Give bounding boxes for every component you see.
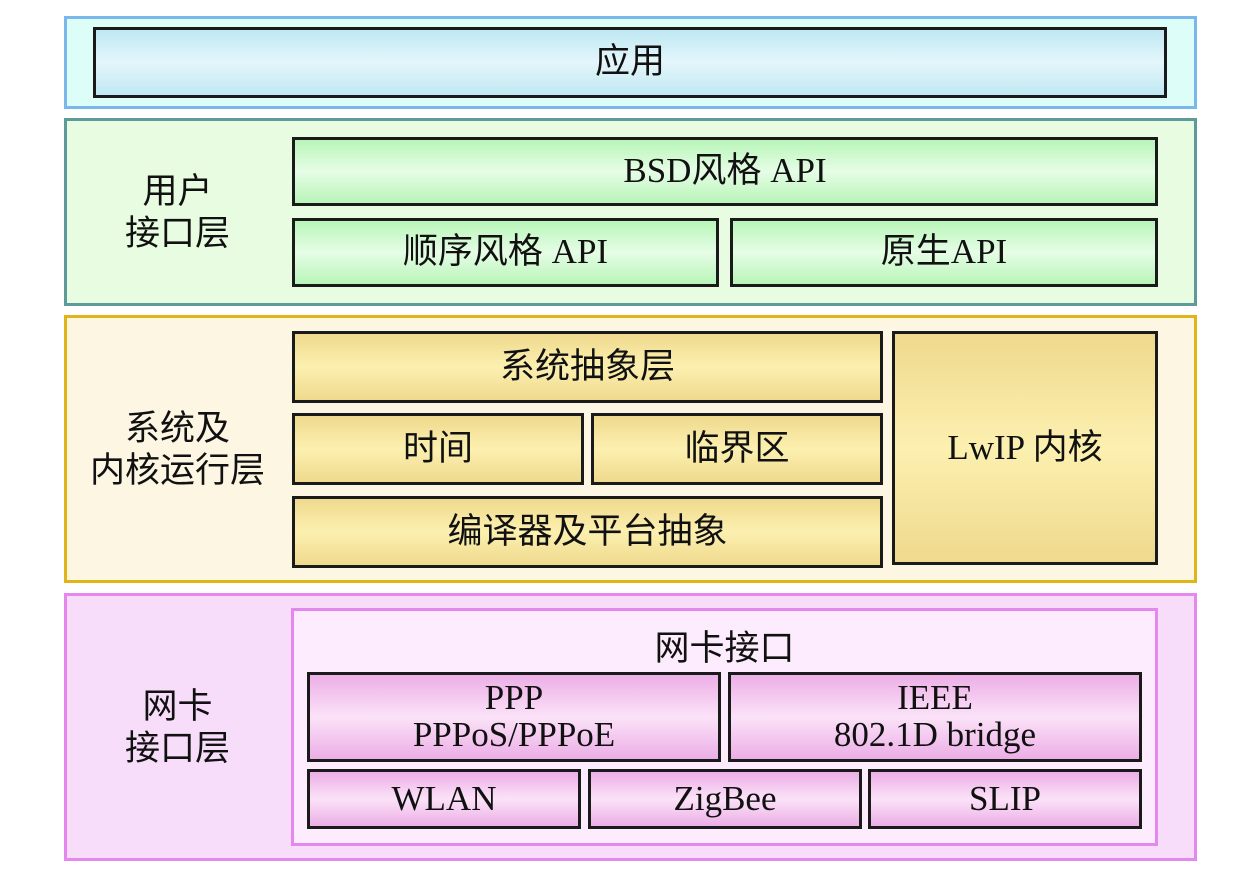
slip-box: SLIP (868, 769, 1142, 829)
raw-api-box: 原生API (730, 218, 1158, 287)
ppp-box: PPP PPPoS/PPPoE (307, 672, 721, 762)
lwip-core-box: LwIP 内核 (892, 331, 1158, 565)
zigbee-box: ZigBee (588, 769, 862, 829)
critical-section-box: 临界区 (591, 413, 883, 485)
time-box: 时间 (292, 413, 584, 485)
compiler-platform-abstraction-box: 编译器及平台抽象 (292, 496, 883, 568)
sequential-api-box: 顺序风格 API (292, 218, 719, 287)
system-abstraction-box: 系统抽象层 (292, 331, 883, 403)
system-kernel-layer-label: 系统及 内核运行层 (89, 409, 265, 490)
application-box: 应用 (93, 27, 1167, 98)
ieee-bridge-box: IEEE 802.1D bridge (728, 672, 1142, 762)
wlan-box: WLAN (307, 769, 581, 829)
bsd-api-box: BSD风格 API (292, 137, 1158, 206)
nic-interface-group-title: 网卡接口 (654, 628, 795, 668)
nic-interface-layer-label: 网卡 接口层 (124, 686, 230, 768)
user-interface-layer-label: 用户 接口层 (124, 171, 230, 253)
